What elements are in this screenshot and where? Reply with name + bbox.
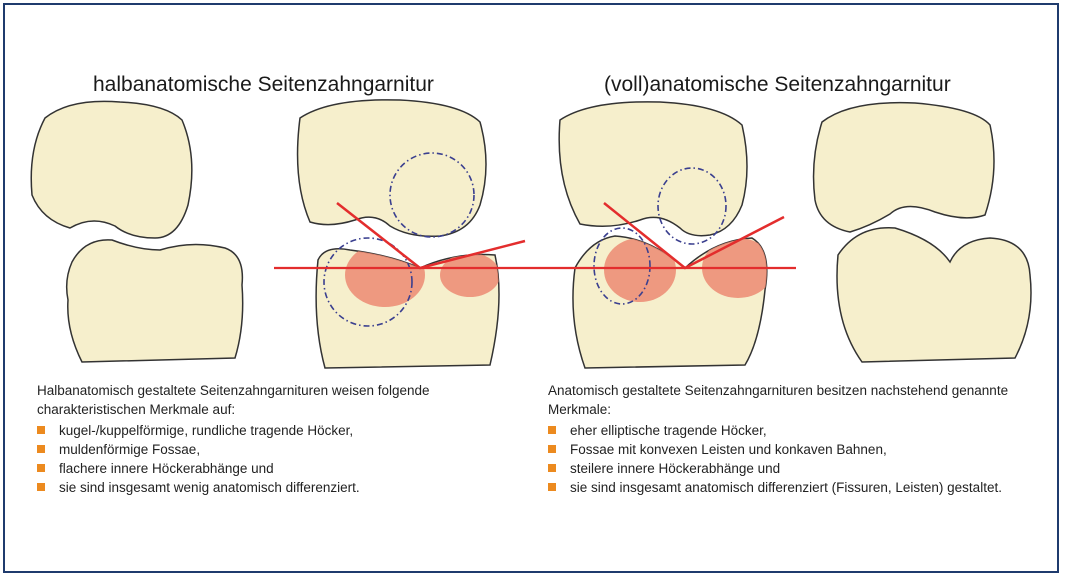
list-item: sie sind insgesamt anatomisch differenzi… bbox=[548, 478, 1018, 497]
list-item-text: steilere innere Höckerabhänge und bbox=[570, 461, 780, 476]
bullet-square-icon bbox=[548, 445, 556, 453]
list-item-text: muldenförmige Fossae, bbox=[59, 442, 200, 457]
list-item-text: kugel-/kuppelförmige, rundliche tragende… bbox=[59, 423, 353, 438]
text-block-semi-anatomical: Halbanatomisch gestaltete Seitenzahngarn… bbox=[37, 381, 507, 497]
list-item: sie sind insgesamt wenig anatomisch diff… bbox=[37, 478, 507, 497]
list-item-text: eher elliptische tragende Höcker, bbox=[570, 423, 767, 438]
feature-list-left: kugel-/kuppelförmige, rundliche tragende… bbox=[37, 421, 507, 497]
list-item: muldenförmige Fossae, bbox=[37, 440, 507, 459]
intro-text-right: Anatomisch gestaltete Seitenzahngarnitur… bbox=[548, 381, 1018, 419]
tooth-upper-2 bbox=[298, 100, 486, 236]
contact-area-right-1 bbox=[604, 238, 676, 302]
list-item-text: sie sind insgesamt wenig anatomisch diff… bbox=[59, 480, 360, 495]
bullet-square-icon bbox=[548, 483, 556, 491]
list-item: kugel-/kuppelförmige, rundliche tragende… bbox=[37, 421, 507, 440]
bullet-square-icon bbox=[37, 445, 45, 453]
list-item-text: sie sind insgesamt anatomisch differenzi… bbox=[570, 480, 1002, 495]
tooth-lower-1 bbox=[67, 240, 243, 362]
list-item: flachere innere Höckerabhänge und bbox=[37, 459, 507, 478]
feature-list-right: eher elliptische tragende Höcker, Fossae… bbox=[548, 421, 1018, 497]
tooth-lower-4 bbox=[837, 228, 1031, 362]
list-item: steilere innere Höckerabhänge und bbox=[548, 459, 1018, 478]
tooth-upper-4 bbox=[814, 103, 994, 232]
bullet-square-icon bbox=[37, 426, 45, 434]
list-item-text: flachere innere Höckerabhänge und bbox=[59, 461, 274, 476]
bullet-square-icon bbox=[548, 464, 556, 472]
text-block-fully-anatomical: Anatomisch gestaltete Seitenzahngarnitur… bbox=[548, 381, 1018, 497]
list-item-text: Fossae mit konvexen Leisten und konkaven… bbox=[570, 442, 887, 457]
list-item: eher elliptische tragende Höcker, bbox=[548, 421, 1018, 440]
bullet-square-icon bbox=[37, 464, 45, 472]
bullet-square-icon bbox=[548, 426, 556, 434]
tooth-upper-1 bbox=[31, 101, 192, 238]
list-item: Fossae mit konvexen Leisten und konkaven… bbox=[548, 440, 1018, 459]
intro-text-left: Halbanatomisch gestaltete Seitenzahngarn… bbox=[37, 381, 507, 419]
tooth-upper-3 bbox=[559, 102, 747, 236]
bullet-square-icon bbox=[37, 483, 45, 491]
contact-area-left-1 bbox=[345, 243, 425, 307]
